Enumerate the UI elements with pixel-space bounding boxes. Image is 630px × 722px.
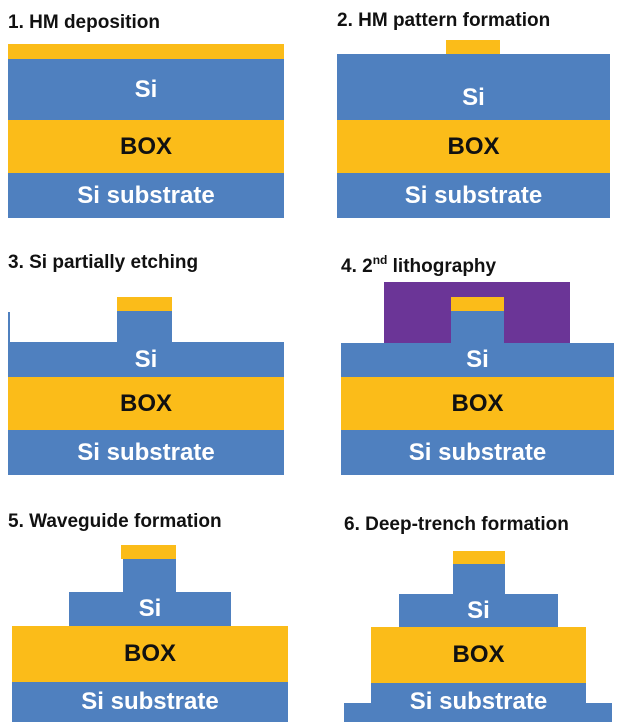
box-label: BOX <box>119 389 172 417</box>
si-substrate-label: Si substrate <box>409 688 548 715</box>
si-substrate-layer: Si substrate <box>12 682 288 722</box>
si-slab-layer: Si <box>341 343 614 377</box>
hard-mask-pattern <box>117 297 172 311</box>
si-substrate-pedestal <box>371 683 586 703</box>
hard-mask-pattern <box>451 297 504 311</box>
si-rib <box>123 559 176 592</box>
step-6-title: 6. Deep-trench formation <box>344 514 569 535</box>
step-4-title-prefix: 4. 2 <box>341 256 373 277</box>
box-layer: BOX <box>341 377 614 430</box>
step-5-title: 5. Waveguide formation <box>8 511 222 532</box>
si-slab-layer: Si <box>399 594 558 627</box>
si-rib <box>451 311 504 343</box>
si-label: Si <box>466 346 489 373</box>
si-substrate-label: Si substrate <box>77 438 215 466</box>
si-label: Si <box>134 345 158 373</box>
si-label: Si <box>138 595 162 622</box>
si-rib <box>117 311 172 343</box>
si-slab-layer: Si <box>69 592 231 626</box>
box-label: BOX <box>123 640 176 667</box>
hard-mask-pattern <box>121 545 176 559</box>
box-label: BOX <box>452 641 505 668</box>
si-rib <box>453 564 505 594</box>
step-3-title: 3. Si partially etching <box>8 252 199 273</box>
si-substrate-label: Si substrate <box>408 438 547 466</box>
si-substrate-label: Si substrate <box>77 181 215 209</box>
hard-mask-pattern <box>453 551 505 564</box>
step-2-title: 2. HM pattern formation <box>337 10 551 31</box>
si-substrate-label: Si substrate <box>81 688 219 715</box>
si-substrate-layer: Si substrate <box>8 173 284 218</box>
si-layer: Si <box>8 59 284 120</box>
box-layer: BOX <box>371 627 586 683</box>
step-4-title: 4. 2nd lithography <box>341 252 497 278</box>
box-label: BOX <box>447 132 500 160</box>
si-substrate-layer: Si substrate <box>8 430 284 475</box>
si-layer: Si <box>337 54 610 120</box>
si-slab-layer: Si <box>8 342 284 377</box>
step-4-title-superscript: nd <box>372 252 388 267</box>
step-4-title-suffix: lithography <box>387 256 497 277</box>
box-label: BOX <box>451 389 504 417</box>
si-label: Si <box>134 75 158 103</box>
hard-mask-layer <box>8 44 284 59</box>
box-layer: BOX <box>337 120 610 173</box>
etched-si-edge <box>8 312 10 342</box>
box-layer: BOX <box>12 626 288 682</box>
si-substrate-label: Si substrate <box>404 181 543 209</box>
hard-mask-pattern <box>446 40 500 54</box>
si-substrate-base <box>344 703 612 722</box>
si-substrate-layer: Si substrate <box>337 173 610 218</box>
step-1-title: 1. HM deposition <box>8 12 160 33</box>
si-label: Si <box>462 83 485 111</box>
si-label: Si <box>467 596 490 624</box>
box-layer: BOX <box>8 377 284 430</box>
box-label: BOX <box>119 132 172 160</box>
si-substrate-layer: Si substrate <box>341 430 614 475</box>
box-layer: BOX <box>8 120 284 173</box>
